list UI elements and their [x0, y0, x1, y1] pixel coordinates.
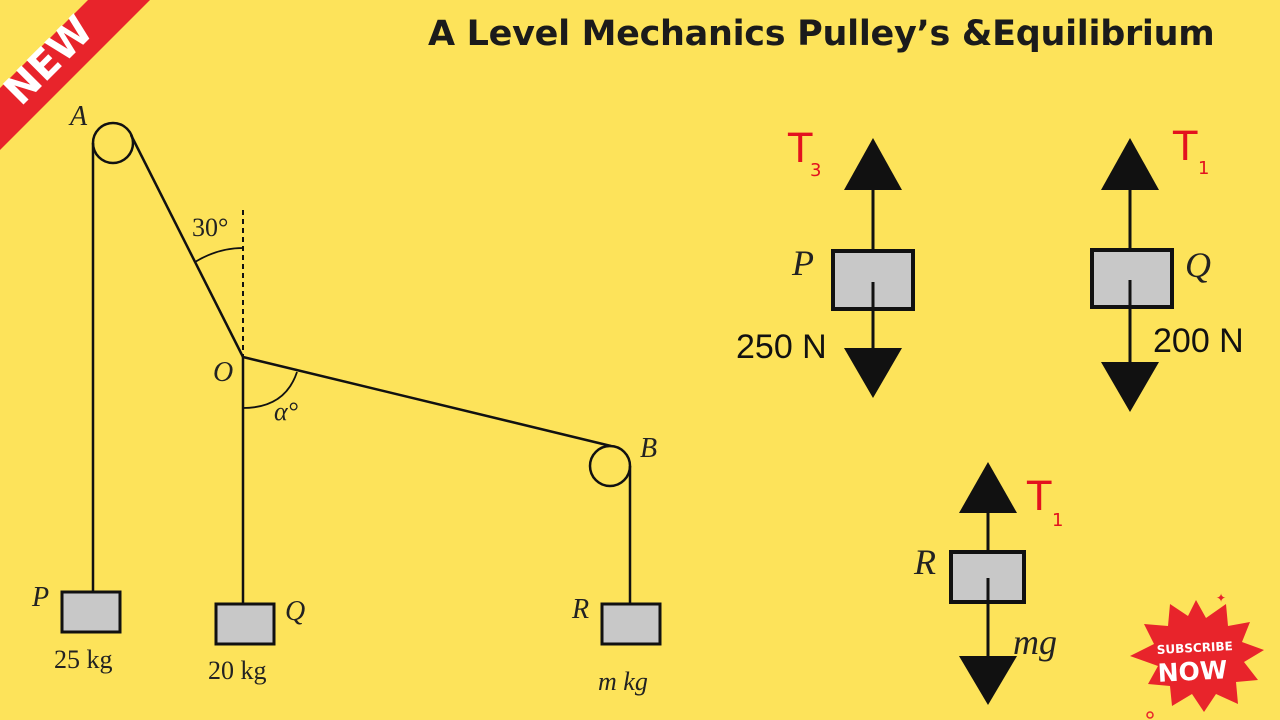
- fbd-p-label: P: [791, 243, 814, 283]
- fbd-r-up-arrow: [959, 462, 1017, 513]
- label-angle-30: 30°: [192, 213, 228, 242]
- sparkle-dot: [1146, 711, 1154, 719]
- angle-alpha-arc: [242, 371, 298, 409]
- fbd-p-weight: 250 N: [736, 328, 827, 366]
- fbd-q-label: Q: [1185, 245, 1211, 285]
- fbd-p-down-arrow: [844, 348, 902, 398]
- fbd-q-block: [1090, 248, 1174, 309]
- fbd-q: Q 200 N T 1: [1090, 124, 1244, 412]
- fbd-q-up-arrow: [1101, 138, 1159, 190]
- subscribe-badge[interactable]: SUBSCRIBE NOW ✦: [1130, 591, 1264, 719]
- string-o-b: [242, 355, 612, 448]
- sparkle-icon: ✦: [1216, 591, 1226, 605]
- pulley-a: [91, 121, 135, 165]
- label-mass-r-value: m kg: [598, 667, 648, 696]
- pulley-b: [588, 444, 632, 488]
- subscribe-burst: [1130, 600, 1264, 712]
- fbd-q-weight: 200 N: [1153, 322, 1244, 360]
- label-mass-r: R: [571, 594, 589, 625]
- label-angle-alpha: α°: [274, 397, 298, 426]
- label-mass-q: Q: [285, 596, 305, 627]
- label-point-b: B: [640, 433, 657, 464]
- label-point-a: A: [68, 101, 88, 132]
- fbd-p-tension: T: [787, 126, 813, 172]
- label-mass-p: P: [31, 582, 49, 613]
- label-mass-p-value: 25 kg: [54, 645, 113, 674]
- angle-30-arc: [194, 247, 244, 263]
- fbd-q-tension: T: [1172, 124, 1198, 170]
- fbd-r-label: R: [913, 542, 936, 582]
- fbd-r-tension: T: [1026, 474, 1052, 520]
- fbd-r-tension-sub: 1: [1052, 510, 1063, 531]
- fbd-p-tension-sub: 3: [810, 160, 821, 181]
- label-mass-q-value: 20 kg: [208, 656, 267, 685]
- mass-r-block: [600, 602, 662, 646]
- fbd-r-weight: mg: [1013, 622, 1057, 662]
- mass-q-block: [214, 602, 276, 646]
- page-title: A Level Mechanics Pulley’s &Equilibrium: [428, 14, 1215, 54]
- fbd-p-up-arrow: [844, 138, 902, 190]
- fbd-p: P 250 N T 3: [736, 126, 915, 398]
- fbd-q-down-arrow: [1101, 362, 1159, 412]
- mass-p-block: [60, 590, 122, 634]
- string-a-o: [129, 134, 245, 358]
- fbd-r-down-arrow: [959, 656, 1017, 705]
- main-diagram: [91, 121, 632, 604]
- subscribe-line2: NOW: [1157, 655, 1228, 688]
- fbd-q-tension-sub: 1: [1198, 158, 1209, 179]
- label-point-o: O: [213, 357, 233, 388]
- subscribe-line1: SUBSCRIBE: [1156, 639, 1233, 657]
- fbd-r: R mg T 1: [913, 462, 1063, 705]
